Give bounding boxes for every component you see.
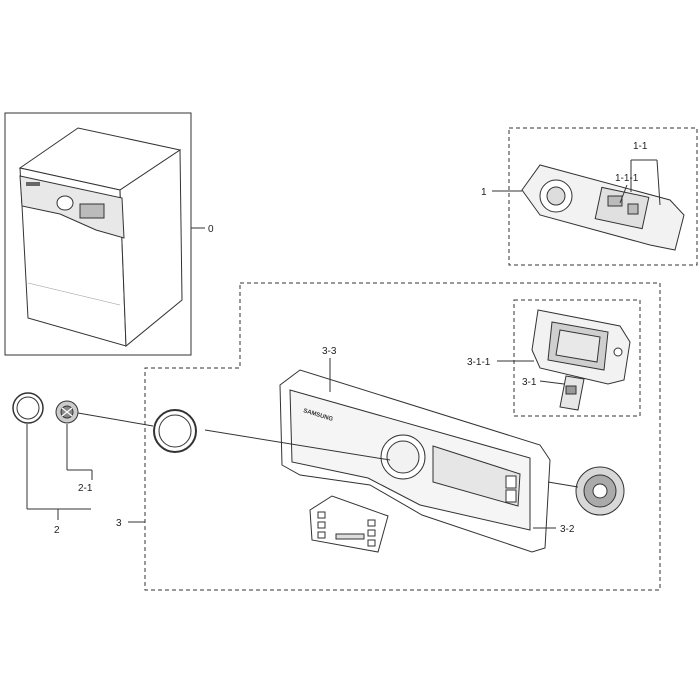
label-3-1: 3-1: [522, 377, 537, 388]
group-3-frame: [144, 282, 661, 591]
label-1: 1: [481, 187, 487, 198]
panel-display-window: [432, 445, 521, 507]
button-membrane: [309, 495, 389, 553]
group-1-pcb: 1 1-1 1-1-1: [481, 127, 698, 266]
label-3-3: 3-3: [322, 346, 337, 357]
leader-3-1: [539, 380, 565, 385]
label-3-2: 3-2: [560, 524, 575, 535]
washer-logo-badge: [26, 182, 40, 186]
label-2-1: 2-1: [78, 483, 93, 494]
label-1-1-1: 1-1-1: [615, 173, 639, 184]
display-module-frame: [513, 299, 641, 417]
label-3-1-1: 3-1-1: [467, 357, 491, 368]
washer-side: [119, 149, 183, 348]
group-2-knob: 2-1 2: [12, 392, 154, 536]
pcb-frame: [508, 127, 698, 266]
label-1-1: 1-1: [633, 141, 648, 152]
group-0-washer: 0: [4, 112, 214, 356]
washer-dial: [56, 195, 74, 211]
leader-ring: [204, 429, 391, 461]
label-2: 2: [54, 525, 60, 536]
washer-display: [79, 203, 105, 219]
washer-frame: [4, 112, 192, 356]
label-0: 0: [208, 224, 214, 235]
group-3-control-panel: SAMSUNG 3-2 3-3 3: [116, 282, 661, 591]
label-3: 3: [116, 518, 122, 529]
